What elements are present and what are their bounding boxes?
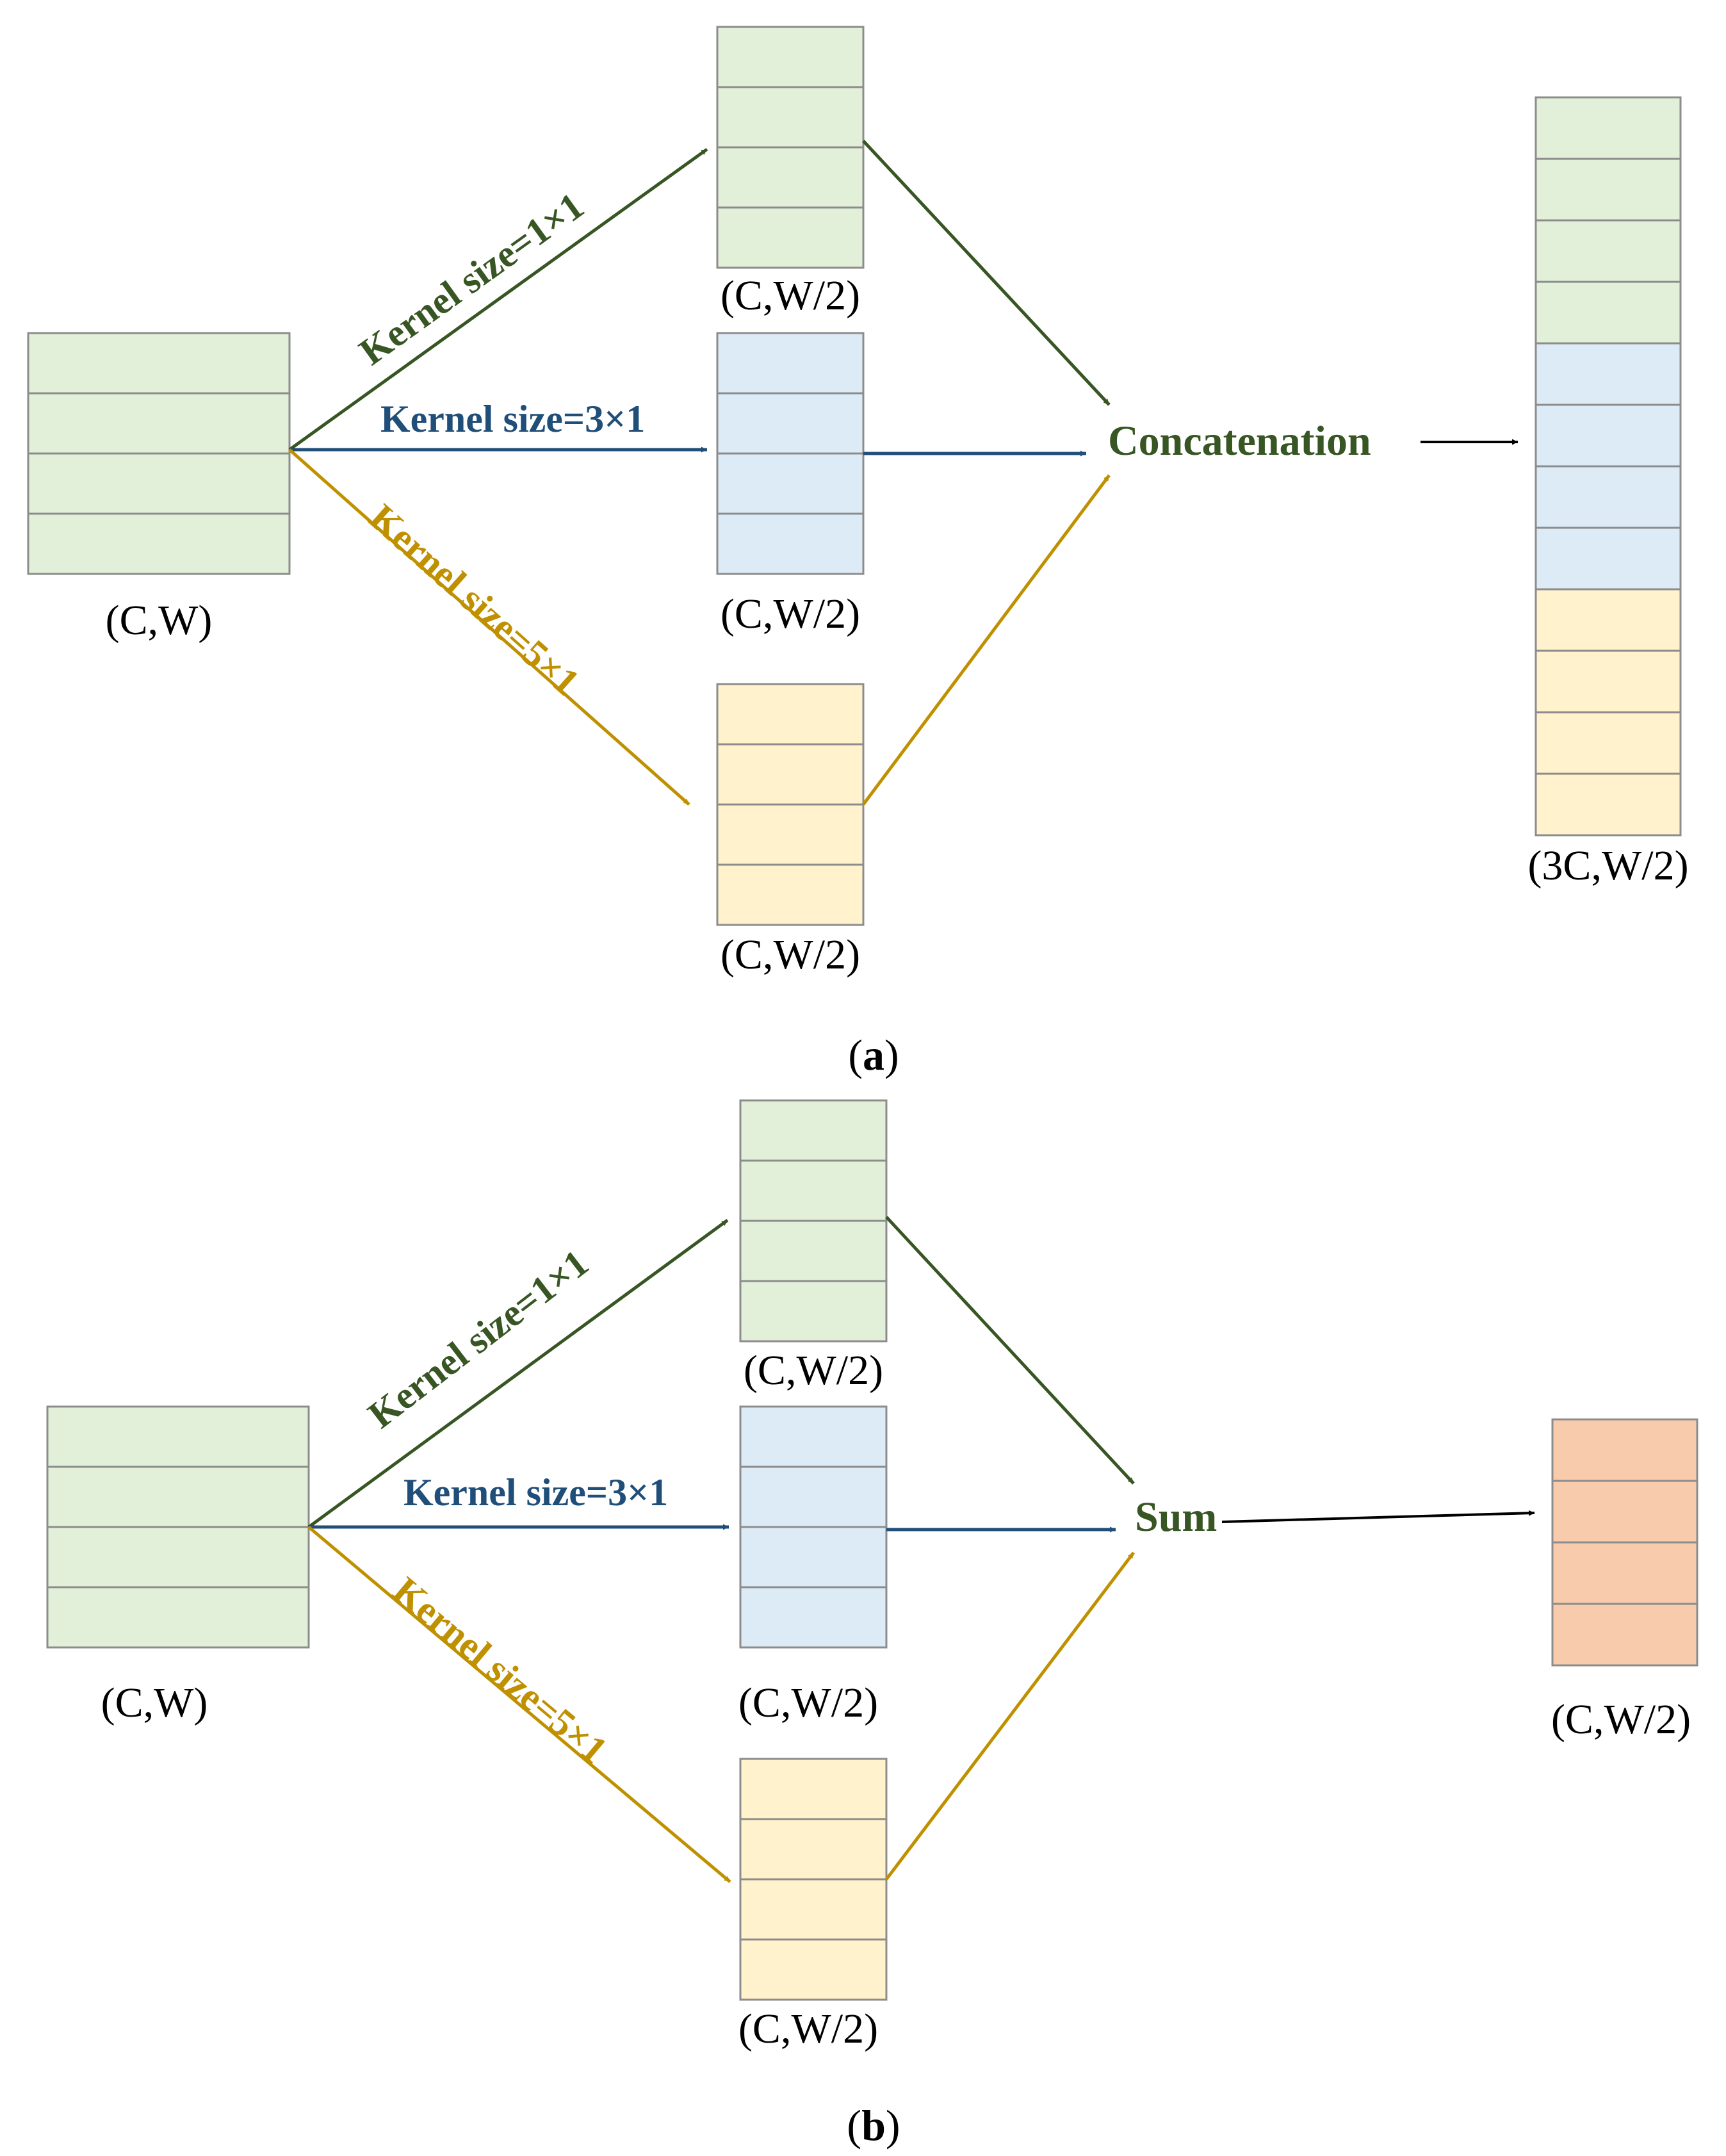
panel-b-output-tensor <box>1551 1418 1698 1667</box>
output-row <box>1535 588 1682 652</box>
input-row <box>46 1405 310 1468</box>
panel-a-branch-1x1-output-label: (C,W/2) <box>721 272 860 319</box>
output-row <box>716 803 865 866</box>
output-row <box>1535 158 1682 222</box>
output-row <box>716 26 865 88</box>
panel-a-input-tensor <box>27 332 291 575</box>
output-row <box>716 452 865 515</box>
panel-b-input-tensor <box>46 1405 310 1649</box>
panel-b-arrow-merge-to-output <box>1221 1510 1535 1523</box>
panel-a-kernel-3x1-label: Kernel size=3×1 <box>380 398 645 440</box>
panel-b-arrow-1x1 <box>307 1218 729 1529</box>
output-row <box>739 1586 888 1649</box>
output-row <box>1535 527 1682 591</box>
panel-b-output-label: (C,W/2) <box>1551 1696 1691 1743</box>
input-row <box>27 392 291 455</box>
output-row <box>1551 1480 1698 1544</box>
output-row <box>1535 711 1682 775</box>
panel-b-caption: (b) <box>847 2101 900 2150</box>
panel-a-arrow-1x1-to-merge <box>862 140 1111 406</box>
panel-a-branch-5x1-output <box>716 683 865 926</box>
panel-b-sum-label: Sum <box>1135 1494 1217 1540</box>
input-row <box>46 1586 310 1649</box>
output-row <box>716 683 865 746</box>
panel-b-input-label: (C,W) <box>101 1679 208 1726</box>
panel-b-kernel-3x1-label: Kernel size=3×1 <box>403 1471 668 1514</box>
panel-a-arrow-5x1 <box>288 448 690 806</box>
panel-a-branch-3x1-output-label: (C,W/2) <box>721 591 860 637</box>
output-row <box>739 1818 888 1881</box>
input-row <box>27 452 291 515</box>
panel-a-kernel-5x1-label: Kernel size=5×1 <box>361 496 587 703</box>
panel-a: (C,W) (C,W/2) (C,W/2) (C,W/2) Kerne <box>27 26 1689 1079</box>
output-row <box>1535 404 1682 468</box>
panel-a-input-label: (C,W) <box>106 597 213 644</box>
panel-b-arrow-5x1-to-merge <box>885 1551 1135 1881</box>
output-row <box>1535 281 1682 345</box>
panel-a-output-tensor <box>1535 96 1682 837</box>
output-row <box>1535 96 1682 160</box>
output-row <box>739 1466 888 1528</box>
output-row <box>1551 1603 1698 1667</box>
panel-b-kernel-1x1-label: Kernel size=1×1 <box>361 1241 596 1436</box>
panel-b-arrow-1x1-to-merge <box>885 1216 1135 1485</box>
output-row <box>1535 219 1682 283</box>
output-row <box>739 1878 888 1941</box>
output-row <box>739 1938 888 2001</box>
panel-a-arrow-1x1 <box>288 147 708 452</box>
panel-b-branch-1x1-output <box>739 1099 888 1343</box>
output-row <box>716 146 865 209</box>
panel-b-branch-5x1-output <box>739 1758 888 2001</box>
panel-a-caption: (a) <box>848 1031 899 1079</box>
output-row <box>1535 342 1682 406</box>
panel-b-arrow-5x1 <box>307 1526 731 1883</box>
panel-a-arrow-5x1-to-merge <box>861 474 1111 806</box>
panel-b-branch-3x1-output <box>739 1405 888 1649</box>
output-row <box>739 1758 888 1820</box>
panel-b-kernel-5x1-label: Kernel size=5×1 <box>386 1569 615 1771</box>
output-row <box>716 206 865 269</box>
input-row <box>46 1466 310 1528</box>
panel-a-branch-1x1-output <box>716 26 865 269</box>
panel-a-kernel-1x1-label: Kernel size=1×1 <box>352 184 591 373</box>
output-row <box>716 392 865 455</box>
output-row <box>716 86 865 149</box>
input-row <box>46 1526 310 1588</box>
output-row <box>739 1099 888 1162</box>
output-row <box>1535 465 1682 529</box>
panel-b: (C,W) (C,W/2) (C,W/2) (C,W/2) Kerne <box>46 1099 1698 2150</box>
output-row <box>739 1526 888 1588</box>
input-row <box>27 332 291 395</box>
output-row <box>1551 1541 1698 1605</box>
output-row <box>1535 649 1682 714</box>
panel-a-branch-3x1-output <box>716 332 865 575</box>
input-row <box>27 512 291 575</box>
panel-a-branch-5x1-output-label: (C,W/2) <box>721 931 860 978</box>
output-row <box>716 512 865 575</box>
output-row <box>739 1405 888 1468</box>
output-row <box>739 1280 888 1343</box>
output-row <box>1551 1418 1698 1482</box>
output-row <box>716 332 865 395</box>
panel-b-branch-3x1-output-label: (C,W/2) <box>738 1679 878 1726</box>
output-row <box>716 863 865 926</box>
panel-b-branch-1x1-output-label: (C,W/2) <box>744 1347 883 1394</box>
panel-a-concatenation-label: Concatenation <box>1108 418 1371 464</box>
output-row <box>739 1220 888 1282</box>
output-row <box>739 1159 888 1222</box>
panel-b-branch-5x1-output-label: (C,W/2) <box>738 2005 878 2052</box>
panel-a-output-label: (3C,W/2) <box>1527 842 1688 889</box>
output-row <box>1535 772 1682 837</box>
output-row <box>716 743 865 806</box>
